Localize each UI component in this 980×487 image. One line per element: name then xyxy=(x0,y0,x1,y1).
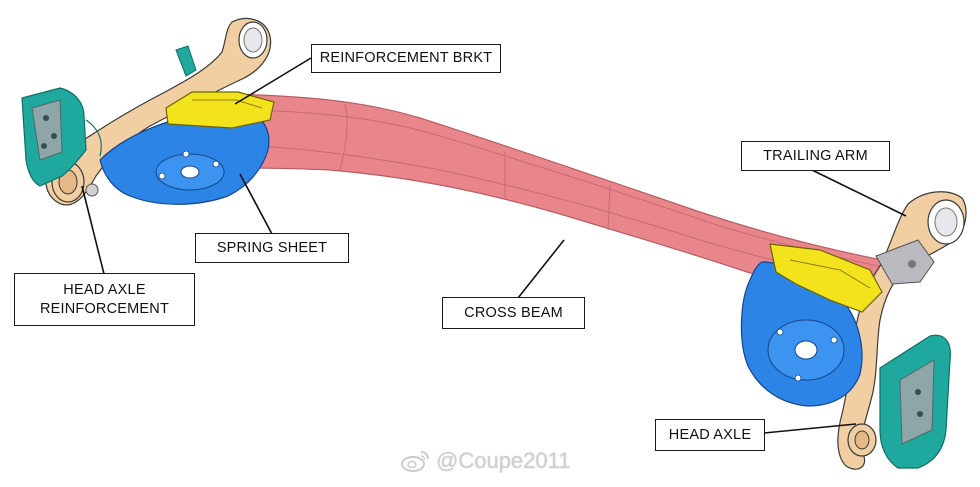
label-head-axle-reinforcement-line1: HEAD AXLE xyxy=(63,281,146,298)
label-trailing-arm: TRAILING ARM xyxy=(741,141,890,171)
label-spring-sheet: SPRING SHEET xyxy=(195,233,349,263)
leader-reinforcement-brkt xyxy=(234,57,312,105)
label-trailing-arm-text: TRAILING ARM xyxy=(763,147,868,164)
weibo-logo-icon xyxy=(401,451,429,472)
watermark: @Coupe2011 xyxy=(400,448,570,474)
label-cross-beam: CROSS BEAM xyxy=(442,297,585,329)
watermark-text: @Coupe2011 xyxy=(436,448,571,473)
right-reinforcement-bracket xyxy=(769,243,883,313)
leader-cross-beam xyxy=(517,239,565,299)
label-cross-beam-text: CROSS BEAM xyxy=(464,304,563,321)
leader-lines xyxy=(81,57,907,434)
label-spring-sheet-text: SPRING SHEET xyxy=(216,239,328,256)
label-head-axle: HEAD AXLE xyxy=(655,419,765,451)
leader-head-axle-reinforcement xyxy=(81,185,105,275)
left-reinforcement-bracket xyxy=(165,91,275,129)
label-reinforcement-brkt-text: REINFORCEMENT BRKT xyxy=(319,50,493,66)
label-head-axle-text: HEAD AXLE xyxy=(668,426,752,443)
right-spring-sheet xyxy=(740,261,863,407)
leader-head-axle xyxy=(763,423,857,434)
left-head-axle-reinforcement xyxy=(21,45,197,187)
label-reinforcement-brkt: REINFORCEMENT BRKT xyxy=(311,44,501,73)
leader-trailing-arm xyxy=(811,169,907,217)
right-trailing-arm xyxy=(837,191,967,470)
right-head-axle xyxy=(847,334,951,469)
label-head-axle-reinforcement-line2: REINFORCEMENT xyxy=(39,300,170,317)
label-head-axle-reinforcement: HEAD AXLE REINFORCEMENT xyxy=(14,273,195,326)
cross-beam xyxy=(231,93,893,291)
leader-spring-sheet xyxy=(239,173,273,235)
